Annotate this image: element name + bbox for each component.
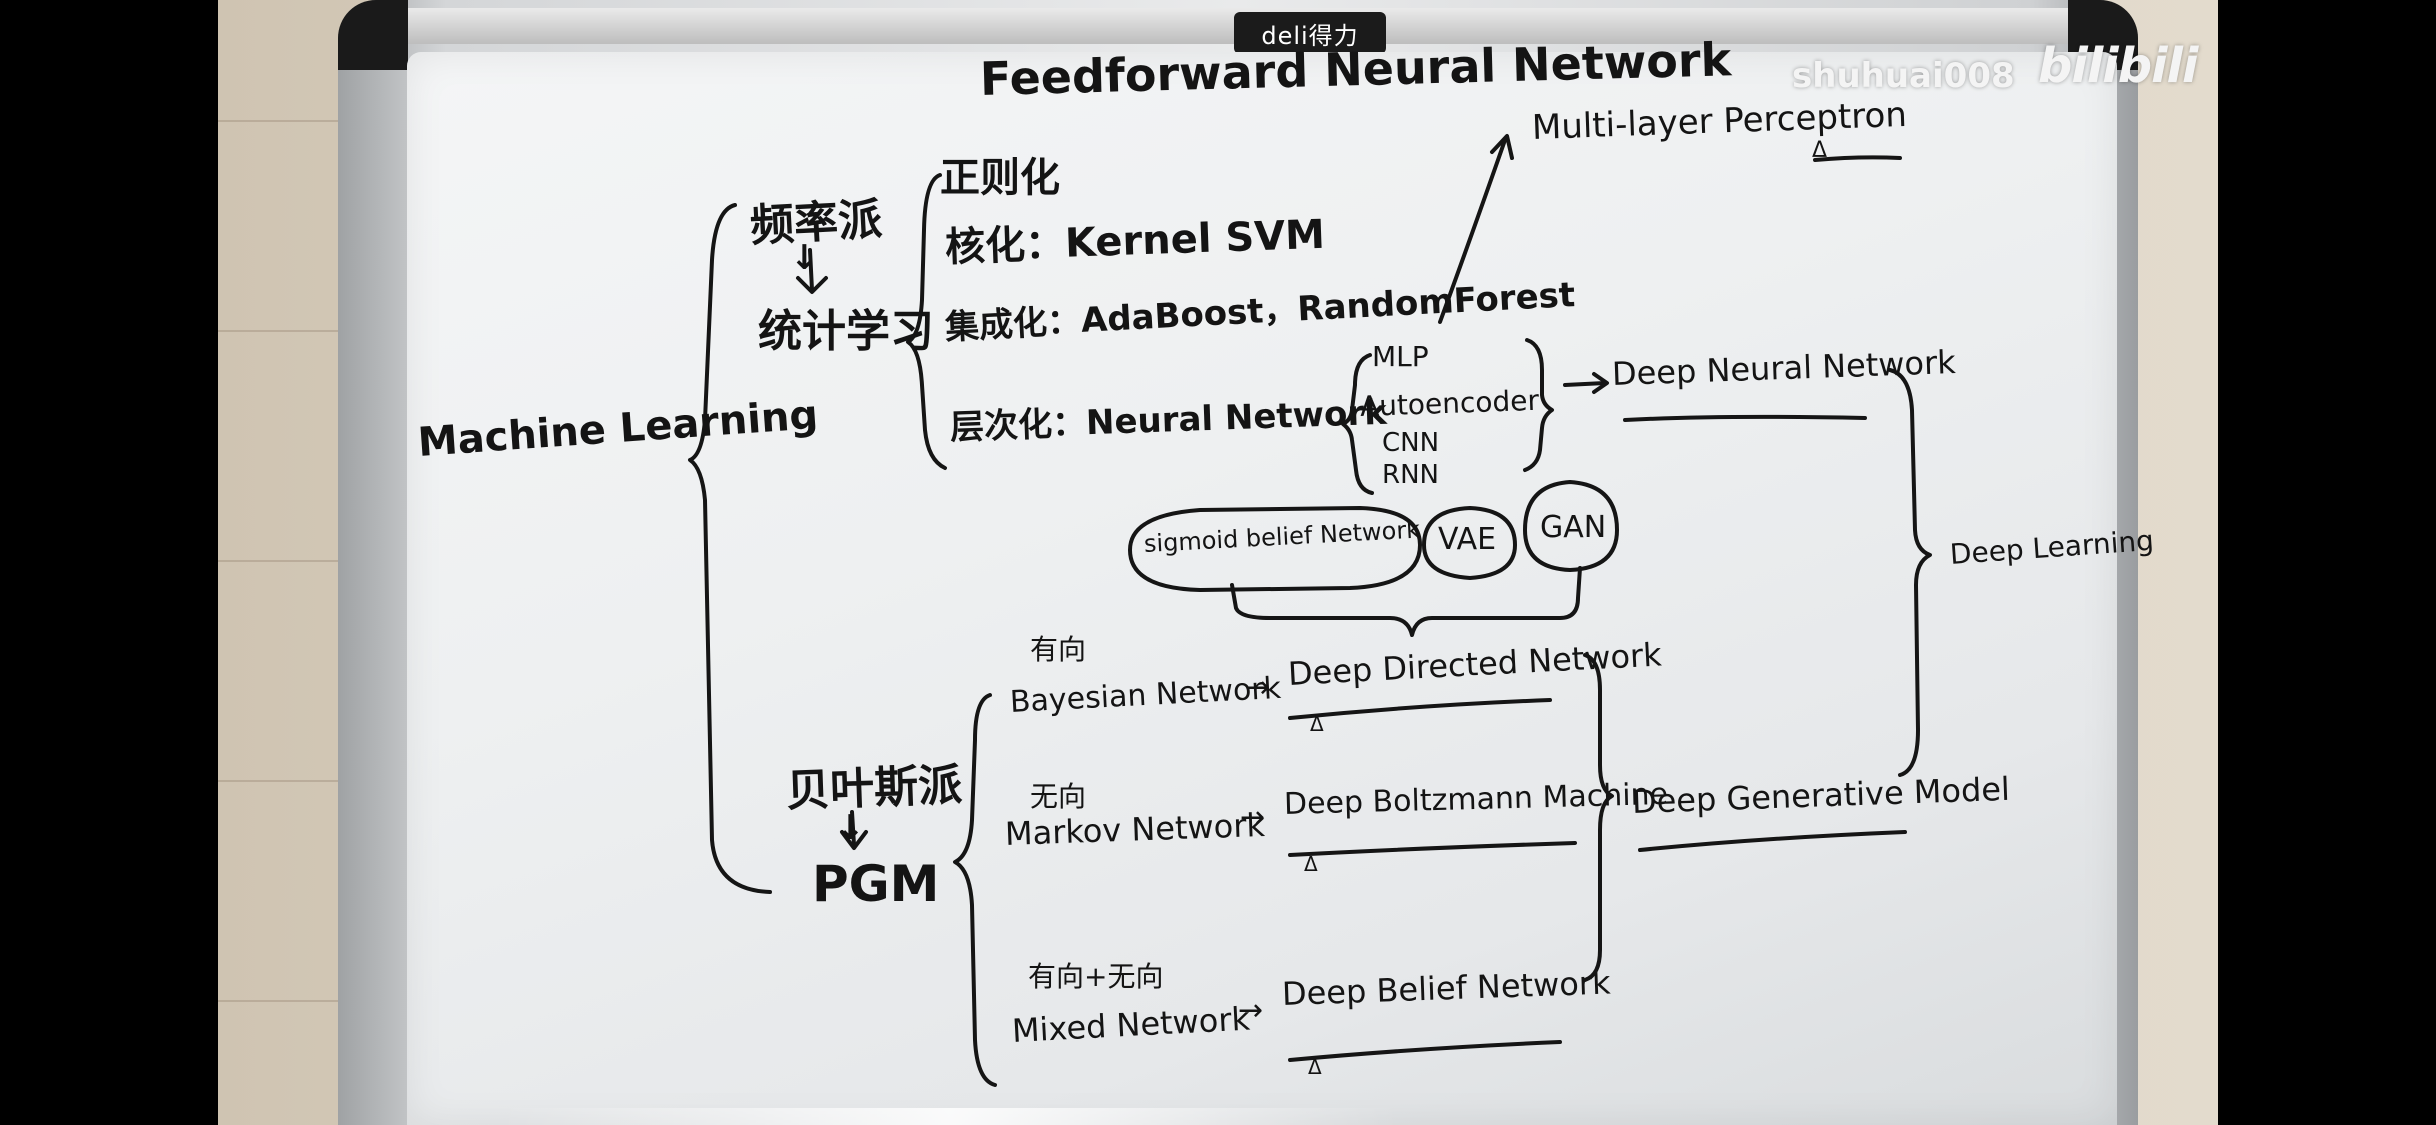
freq-down-arrow: ↓ (790, 238, 819, 278)
delta-belief: Δ (1308, 1055, 1322, 1079)
pgm-label: PGM (812, 855, 940, 913)
tag-undirected: 无向 (1030, 780, 1087, 813)
delta-boltzmann: Δ (1304, 852, 1318, 876)
brand-label: deli得力 (1234, 12, 1386, 54)
nn-type-mlp: MLP (1372, 340, 1429, 373)
bayes-down-arrow: ↓ (836, 808, 865, 848)
stat-learning: 统计学习 (758, 306, 934, 357)
nn-type-autoencoder: Autoencoder (1359, 383, 1540, 423)
bayes-school: 贝叶斯派 (785, 759, 963, 817)
frame-corner-left (338, 0, 408, 70)
arrow-mixed: → (1238, 993, 1264, 1028)
vae-label: VAE (1438, 522, 1497, 557)
arrow-markov: → (1240, 800, 1266, 835)
uploader-watermark: shuhuai008 (1792, 56, 2015, 96)
board-reflection (500, 1108, 1400, 1125)
bilibili-logo: bilibili (2038, 38, 2198, 94)
arrow-bayesian: → (1245, 670, 1271, 705)
method-regularization: 正则化 (940, 155, 1060, 201)
nn-type-rnn: RNN (1382, 460, 1439, 490)
delta-directed: Δ (1310, 712, 1324, 736)
tag-mixed: 有向+无向 (1028, 960, 1164, 993)
tag-directed: 有向 (1030, 633, 1087, 666)
gan-label: GAN (1540, 510, 1607, 545)
mlp-delta-mark: Δ (1812, 138, 1828, 163)
nn-type-cnn: CNN (1382, 428, 1440, 458)
